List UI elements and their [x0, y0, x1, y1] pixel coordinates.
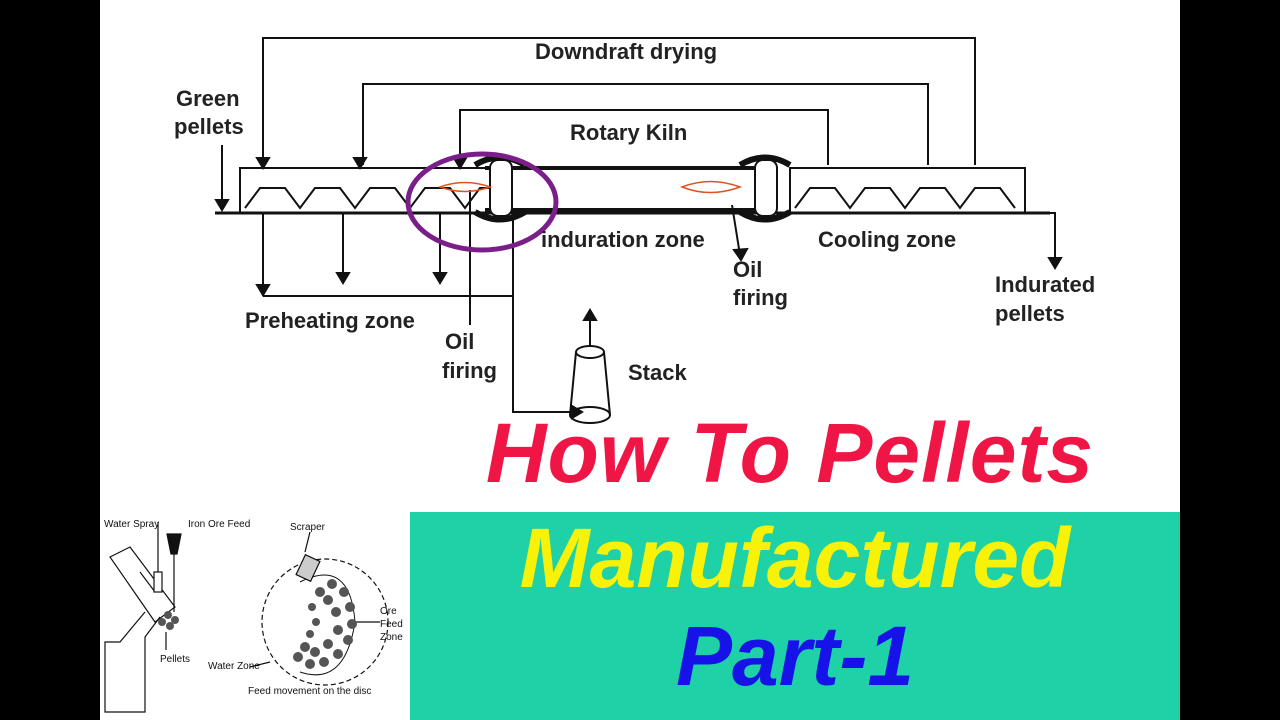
label-oil-firing-right-1: Oil — [733, 257, 762, 282]
feed-chute — [166, 533, 182, 555]
grate-left-housing — [239, 167, 509, 214]
disc-view — [261, 558, 389, 686]
label-stack: Stack — [628, 360, 687, 385]
inset-feed-movement: Feed movement on the disc — [248, 686, 371, 697]
inset-iron-ore-feed: Iron Ore Feed — [188, 519, 250, 530]
label-downdraft-drying: Downdraft drying — [535, 39, 717, 64]
label-oil-firing-left-2: firing — [442, 358, 497, 383]
highlight-circle — [405, 151, 559, 253]
kiln-ring-left — [489, 159, 513, 217]
downdraft-loop-inner — [459, 109, 829, 165]
inset-scraper: Scraper — [290, 522, 326, 533]
grate-left-teeth — [244, 187, 505, 210]
flame-right — [679, 180, 743, 194]
label-preheating-zone: Preheating zone — [245, 308, 415, 333]
pelletizer-disc — [109, 546, 176, 623]
pelletizer-stand — [104, 611, 161, 713]
inset-zone: Zone — [380, 632, 403, 643]
downdraft-loop-outer — [262, 37, 976, 165]
pelletizing-process-diagram: Downdraft drying Green pellets Rotary Ki… — [174, 37, 1095, 424]
inset-feed: Feed — [380, 619, 403, 630]
label-green-pellets-1: Green — [176, 86, 240, 111]
label-cooling-zone: Cooling zone — [818, 227, 956, 252]
title-line-3: Part-1 — [675, 609, 915, 703]
inset-pellets: Pellets — [160, 654, 190, 665]
label-oil-firing-left-1: Oil — [445, 329, 474, 354]
title-line-1: How To Pellets — [485, 406, 1095, 500]
inset-water-zone: Water Zone — [208, 661, 260, 672]
downdraft-loop-middle — [362, 83, 929, 165]
cooler-housing — [789, 167, 1026, 214]
cooler-teeth — [794, 187, 1016, 210]
inset-water-spray: Water Spray — [104, 519, 159, 530]
title-line-2: Manufactured — [519, 511, 1071, 605]
label-oil-firing-right-2: firing — [733, 285, 788, 310]
inset-ore: Ore — [380, 606, 397, 617]
title-band — [410, 512, 1180, 720]
flame-left — [437, 181, 493, 193]
label-indurated-pellets-2: pellets — [995, 301, 1065, 326]
scraper — [295, 553, 321, 583]
kiln-ring-right — [754, 159, 778, 217]
thumbnail-frame: Downdraft drying Green pellets Rotary Ki… — [100, 0, 1180, 720]
label-induration-zone: induration zone — [541, 227, 705, 252]
label-rotary-kiln: Rotary Kiln — [570, 120, 687, 145]
label-green-pellets-2: pellets — [174, 114, 244, 139]
label-indurated-pellets-1: Indurated — [995, 272, 1095, 297]
disc-pelletizer-inset: Water Spray Iron Ore Feed Scraper Ore Fe… — [100, 512, 410, 720]
